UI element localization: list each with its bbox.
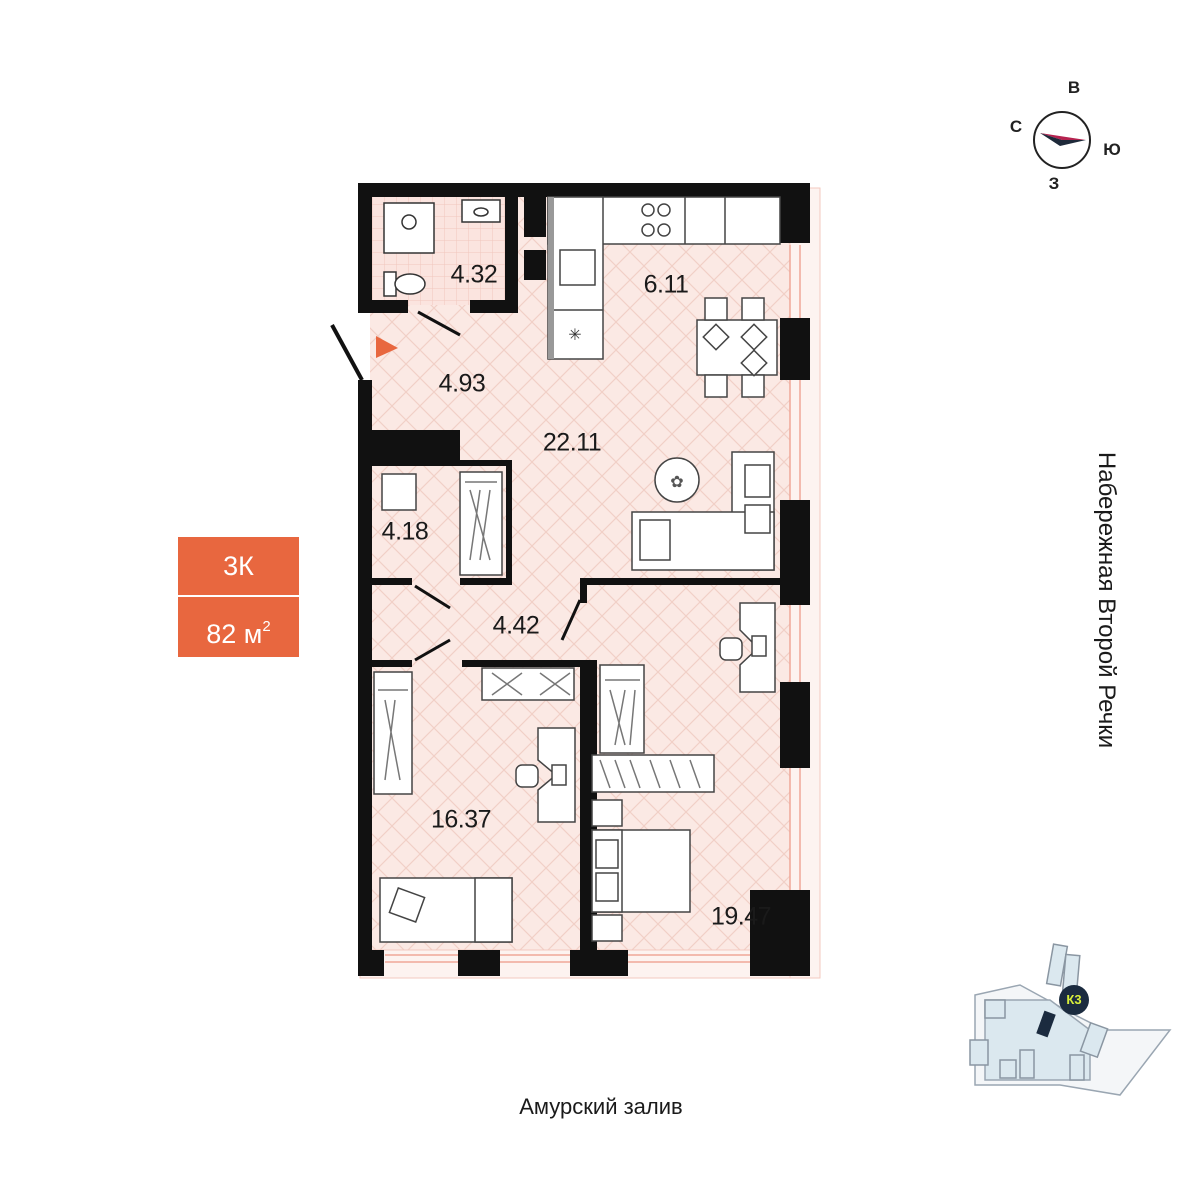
bedroom-left-furniture bbox=[373, 667, 576, 943]
dining-table bbox=[696, 297, 778, 398]
svg-text:✳: ✳ bbox=[568, 327, 581, 344]
wardrobe-left-icon bbox=[373, 671, 413, 795]
living-furniture: ✿ bbox=[631, 451, 775, 571]
room-area-kitchen: 6.11 bbox=[643, 270, 689, 299]
compass-north-label: С bbox=[1009, 117, 1023, 136]
building-marker-icon bbox=[1036, 1010, 1056, 1038]
chair-right-icon bbox=[719, 637, 743, 661]
coffee-table-icon bbox=[654, 457, 700, 503]
compass-east-label: В bbox=[1067, 78, 1081, 97]
compass bbox=[1033, 111, 1091, 169]
building-label: К3 bbox=[1059, 985, 1089, 1015]
bedroom-right-furniture bbox=[591, 602, 776, 942]
kitchen-sink-icon bbox=[559, 249, 596, 286]
street-label: Набережная Второй Речки bbox=[1093, 451, 1120, 749]
entrance-arrow-icon bbox=[376, 336, 398, 358]
room-area-bathroom: 4.32 bbox=[450, 260, 498, 289]
room-area-bedroom-right: 19.47 bbox=[710, 902, 772, 931]
entrance-door[interactable] bbox=[330, 324, 398, 381]
toilet-icon bbox=[394, 273, 426, 295]
apartment-area-value: 82 м bbox=[206, 619, 263, 649]
compass-west-label: З bbox=[1048, 174, 1060, 193]
kitchen-fixtures: ✳ bbox=[547, 196, 781, 360]
room-area-hall: 4.93 bbox=[438, 369, 486, 398]
wardrobe-icon bbox=[459, 471, 503, 576]
room-area-corridor: 4.42 bbox=[492, 611, 540, 640]
shelf-right-icon bbox=[591, 754, 715, 793]
apartment-type-badge: 3К bbox=[178, 537, 299, 595]
room-area-living: 22.11 bbox=[542, 428, 602, 457]
apartment-area-badge: 82 м2 bbox=[178, 597, 299, 657]
interior-doors bbox=[414, 310, 582, 662]
toilet-tank-icon bbox=[383, 271, 397, 297]
cooktop-icon bbox=[641, 203, 671, 237]
compass-needle-icon bbox=[1040, 133, 1086, 140]
walls bbox=[358, 183, 810, 976]
compass-south-label: Ю bbox=[1103, 140, 1121, 159]
chair-icon bbox=[515, 764, 539, 788]
apartment-area-unit: 2 bbox=[262, 618, 271, 635]
room-area-bedroom-left: 16.37 bbox=[430, 805, 492, 834]
sea-label: Амурский залив bbox=[519, 1094, 683, 1119]
shower-icon bbox=[383, 202, 435, 254]
storage-furniture bbox=[381, 471, 503, 576]
bathroom-fixtures bbox=[383, 199, 501, 297]
washer-icon bbox=[381, 473, 417, 511]
svg-text:✿: ✿ bbox=[670, 474, 683, 491]
shelf-icon bbox=[481, 667, 575, 701]
room-area-storage: 4.18 bbox=[381, 517, 429, 546]
site-plan bbox=[969, 943, 1172, 1096]
